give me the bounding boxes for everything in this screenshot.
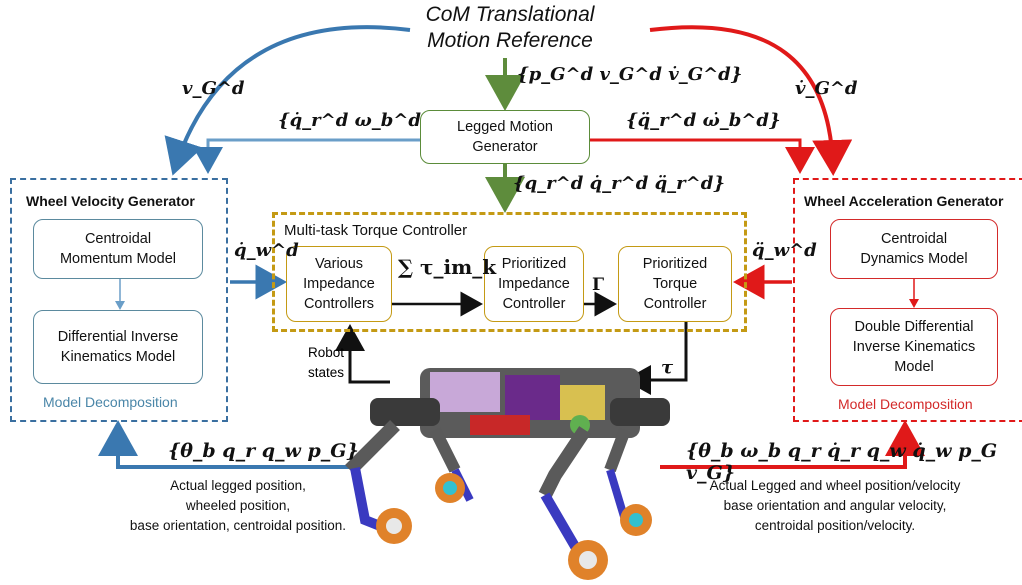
caption-left: Actual legged position, wheeled position… [88,476,388,536]
caption-right-line2: base orientation and angular velocity, [723,498,947,513]
centroidal-dynamics-label: Centroidal Dynamics Model [860,231,968,267]
wheel-acceleration-generator-title: Wheel Acceleration Generator [804,193,1004,209]
prioritized-torque-label: Prioritized Torque Controller [642,256,708,312]
caption-right-line1: Actual Legged and wheel position/velocit… [709,478,961,493]
top-title: CoM Translational Motion Reference [380,2,640,54]
arrow-feedback-left [98,420,360,469]
robot-states-line1: Robot [307,345,344,360]
centroidal-momentum-box: Centroidal Momentum Model [33,219,203,279]
top-title-line1: CoM Translational [425,3,595,26]
centroidal-dynamics-box: Centroidal Dynamics Model [830,219,998,279]
math-left-bottom: {θ_b q_r q_w p_G} [168,440,359,462]
caption-right-line3: centroidal position/velocity. [754,518,916,533]
caption-left-line1: Actual legged position, [170,478,306,493]
math-top-ref: {p_G^d v_G^d v̇_G^d} [517,64,743,85]
centroidal-momentum-label: Centroidal Momentum Model [59,231,177,267]
legged-motion-generator-box: Legged Motion Generator [420,110,590,164]
prioritized-impedance-label: Prioritized Impedance Controller [498,256,570,312]
caption-right: Actual Legged and wheel position/velocit… [665,476,1005,536]
arrow-lmg-left [193,138,420,174]
robot-states-label: Robot states [302,343,344,383]
arrow-curve-left [164,25,411,176]
arrow-robot-states [335,324,390,384]
various-impedance-label: Various Impedance Controllers [303,256,375,312]
math-right-bottom: {θ_b ω_b q_r q̇_r q_w q̇_w p_G v_G} [686,440,998,484]
prioritized-impedance-box: Prioritized Impedance Controller [484,246,584,322]
prioritized-torque-box: Prioritized Torque Controller [618,246,732,322]
arrow-tau [624,318,688,395]
math-sum-tau: ∑ τ_im_k [398,255,497,279]
math-right-mid: {q̈_r^d ω̇_b^d} [626,110,781,131]
differential-inverse-box: Differential Inverse Kinematics Model [33,310,203,384]
math-qw-dot: q̇_w^d [234,240,299,261]
math-tau: τ [661,357,674,378]
math-left-mid: {q̇_r^d ω_b^d} [278,110,433,131]
arrow-feedback-right [660,420,925,469]
math-left-top: v_G^d [182,78,245,99]
multi-task-title: Multi-task Torque Controller [284,222,468,239]
model-decomposition-left: Model Decomposition [43,394,178,410]
math-qw-ddot: q̈_w^d [752,240,817,261]
wheel-acceleration-generator-panel [793,178,1022,422]
math-gamma: Γ [592,275,605,295]
math-right-top: v̇_G^d [795,78,858,99]
differential-inverse-label: Differential Inverse Kinematics Model [57,329,179,365]
caption-left-line3: base orientation, centroidal position. [129,518,347,533]
arrow-inner-right [909,279,919,308]
robot-states-line2: states [307,365,344,380]
arrow-inner-left [115,279,125,310]
wheel-velocity-generator-title: Wheel Velocity Generator [26,193,195,209]
arrow-lmg-right [590,138,815,174]
caption-left-line2: wheeled position, [185,498,291,513]
math-center-mid: {q_r^d q̇_r^d q̈_r^d} [513,173,725,194]
multi-task-torque-controller-panel [272,212,747,332]
robot-illustration [345,368,670,580]
top-title-line2: Motion Reference [427,29,593,52]
model-decomposition-right: Model Decomposition [838,396,973,412]
double-differential-label: Double Differential Inverse Kinematics M… [852,319,976,375]
double-differential-box: Double Differential Inverse Kinematics M… [830,308,998,386]
arrow-curve-right [649,25,853,176]
wheel-velocity-generator-panel [10,178,228,422]
various-impedance-box: Various Impedance Controllers [286,246,392,322]
legged-motion-generator-label: Legged Motion Generator [457,119,553,155]
